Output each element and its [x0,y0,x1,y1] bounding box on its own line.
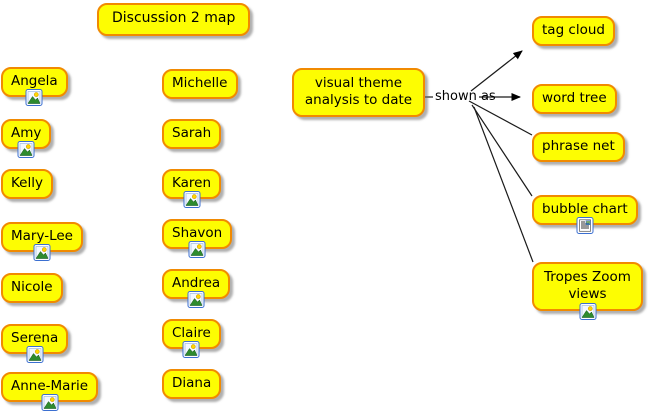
node-label: Mary-Lee [11,228,73,244]
image-icon[interactable] [183,190,200,208]
node-label: Shavon [172,225,223,241]
image-icon[interactable] [187,290,205,308]
node-label: Andrea [172,275,221,291]
image-icon[interactable] [17,140,35,158]
node-label: Karen [172,175,212,191]
line-to-tropes-zoom-views [473,106,534,263]
node-label: Nicole [11,279,53,295]
node-label: phrase net [542,138,615,154]
concept-node-visual-theme-analysis[interactable]: visual theme analysis to date [292,68,425,117]
person-node-diana[interactable]: Diana [162,369,222,399]
node-label: visual theme analysis to date [304,75,413,108]
node-label: Serena [11,330,59,346]
person-node-mary-lee[interactable]: Mary-Lee [1,222,83,261]
viz-node-phrase-net[interactable]: phrase net [532,132,625,162]
image-icon[interactable] [188,240,206,258]
person-node-anne-marie[interactable]: Anne-Marie [1,372,99,411]
node-label: Michelle [172,75,228,91]
node-label: Claire [172,325,211,341]
person-node-angela[interactable]: Angela [1,67,68,106]
person-node-karen[interactable]: Karen [162,169,222,208]
person-node-amy[interactable]: Amy [1,119,52,158]
node-label: word tree [542,90,607,106]
link-phrase-shown-as[interactable]: shown as [435,89,496,104]
person-node-claire[interactable]: Claire [162,319,221,358]
node-label: Amy [11,125,42,141]
map-title-node[interactable]: Discussion 2 map [97,3,251,36]
document-image-icon[interactable] [576,216,594,234]
image-icon[interactable] [182,340,200,358]
image-icon[interactable] [26,345,44,363]
arrow-to-tag-cloud [470,50,523,92]
person-node-nicole[interactable]: Nicole [1,273,63,303]
viz-node-tropes-zoom-views[interactable]: Tropes Zoom views [532,262,643,320]
node-label: Anne-Marie [11,378,89,394]
person-node-andrea[interactable]: Andrea [162,269,231,308]
line-to-phrase-net [468,100,533,136]
person-node-michelle[interactable]: Michelle [162,69,238,99]
node-label: Sarah [172,125,212,141]
image-icon[interactable] [41,393,59,411]
viz-node-bubble-chart[interactable]: bubble chart [532,195,638,234]
image-icon[interactable] [25,88,43,106]
person-node-sarah[interactable]: Sarah [162,119,222,149]
map-title-label: Discussion 2 map [112,10,236,26]
person-node-kelly[interactable]: Kelly [1,169,53,199]
node-label: Angela [11,73,58,89]
person-node-shavon[interactable]: Shavon [162,219,233,258]
person-node-serena[interactable]: Serena [1,324,69,363]
viz-node-word-tree[interactable]: word tree [532,84,617,114]
image-icon[interactable] [33,243,51,261]
node-label: bubble chart [542,201,628,217]
node-label: Kelly [11,175,43,191]
viz-node-tag-cloud[interactable]: tag cloud [532,16,615,46]
node-label: Diana [172,375,212,391]
image-icon[interactable] [579,302,596,320]
line-to-bubble-chart [471,104,533,197]
node-label: tag cloud [542,22,605,38]
node-label: Tropes Zoom views [544,269,631,302]
